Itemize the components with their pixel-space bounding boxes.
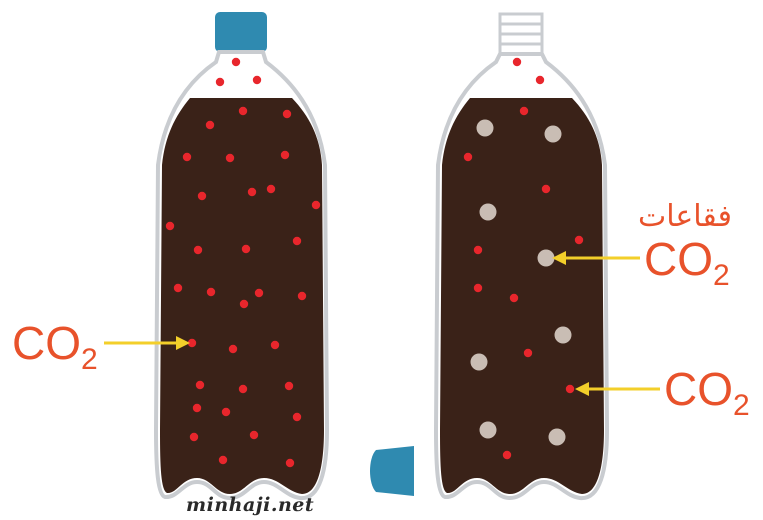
co2-dot: [464, 153, 472, 161]
co2-dot: [239, 107, 247, 115]
co2-label-dissolved: CO2: [664, 366, 750, 412]
co2-bubble: [545, 126, 562, 143]
co2-dot: [312, 201, 320, 209]
co2-dot: [166, 222, 174, 230]
co2-label-base: CO: [12, 317, 81, 369]
bottle-cap-icon: [370, 446, 414, 496]
co2-dot: [219, 456, 227, 464]
co2-dot: [226, 154, 234, 162]
co2-dot: [283, 110, 291, 118]
co2-dot: [240, 300, 248, 308]
co2-label-base: CO: [664, 363, 733, 415]
co2-dot: [474, 246, 482, 254]
co2-dot: [293, 237, 301, 245]
co2-dot: [198, 192, 206, 200]
co2-dot: [239, 385, 247, 393]
co2-label-sub: 2: [713, 259, 730, 292]
co2-dot: [281, 151, 289, 159]
co2-dot: [267, 185, 275, 193]
co2-label-bubbles: CO2: [644, 236, 730, 282]
co2-dot: [298, 292, 306, 300]
co2-dot: [183, 153, 191, 161]
removed-cap: [370, 446, 414, 496]
co2-bubble: [538, 250, 555, 267]
co2-bubble: [549, 429, 566, 446]
co2-dot: [510, 294, 518, 302]
co2-bubble: [471, 354, 488, 371]
co2-dot: [253, 76, 261, 84]
co2-dot: [232, 58, 240, 66]
co2-dot: [190, 433, 198, 441]
co2-label-sub: 2: [81, 343, 98, 376]
watermark: minhaji.net: [186, 494, 314, 516]
co2-label-base: CO: [644, 233, 713, 285]
co2-dot: [194, 246, 202, 254]
arrow-dissolved: [575, 382, 660, 396]
co2-dot: [286, 459, 294, 467]
closed-bottle: [156, 12, 327, 498]
co2-dot: [229, 345, 237, 353]
bottle-cap-on: [215, 12, 267, 52]
co2-dot: [207, 288, 215, 296]
co2-dot: [293, 413, 301, 421]
arrow-left: [104, 336, 190, 350]
co2-dot: [250, 431, 258, 439]
bubbles-label: فقاعات: [638, 202, 732, 232]
co2-dot: [174, 284, 182, 292]
co2-dot: [248, 188, 256, 196]
co2-dot: [566, 385, 574, 393]
co2-dot: [575, 236, 583, 244]
co2-dot: [216, 78, 224, 86]
co2-bubble: [477, 120, 494, 137]
co2-dot: [524, 349, 532, 357]
co2-dot: [206, 121, 214, 129]
co2-label-sub: 2: [733, 389, 750, 422]
co2-dot: [542, 185, 550, 193]
co2-bubble: [555, 327, 572, 344]
co2-dot: [474, 284, 482, 292]
co2-dot: [255, 289, 263, 297]
co2-dot: [222, 408, 230, 416]
co2-dot: [196, 381, 204, 389]
co2-bubble: [480, 422, 497, 439]
bottle-neck-threads: [500, 14, 542, 54]
co2-dot: [520, 107, 528, 115]
open-bottle: [436, 14, 607, 498]
co2-label-left: CO2: [12, 320, 98, 366]
co2-dot: [536, 76, 544, 84]
co2-dot: [271, 341, 279, 349]
co2-dot: [285, 382, 293, 390]
co2-dot: [503, 451, 511, 459]
co2-dot: [242, 245, 250, 253]
co2-bubble: [480, 204, 497, 221]
co2-dot: [193, 404, 201, 412]
co2-dot: [513, 58, 521, 66]
